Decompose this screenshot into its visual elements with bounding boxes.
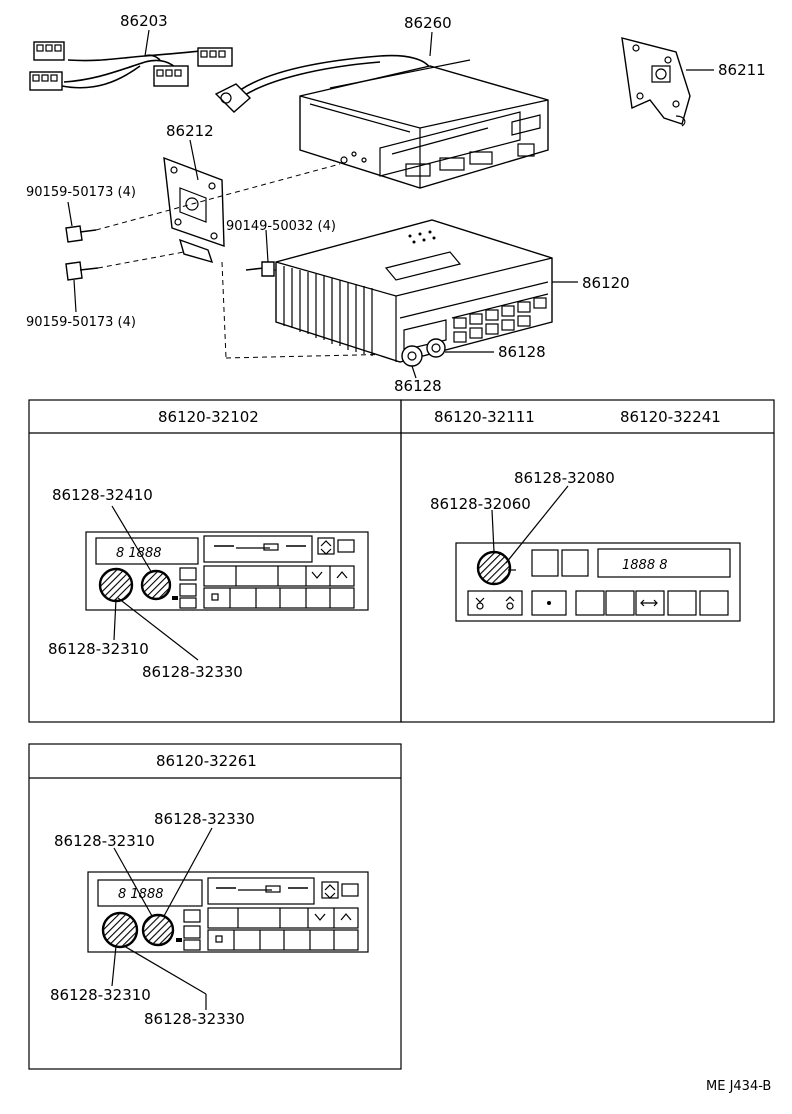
tape-player bbox=[214, 31, 549, 189]
wiring-harness bbox=[29, 29, 233, 91]
variant-panel-1: 86120-32102 8 1888 bbox=[28, 399, 402, 723]
screw-lower bbox=[65, 261, 99, 313]
knob-right bbox=[426, 338, 494, 358]
panel-2-title-a: 86120-32111 bbox=[434, 408, 535, 426]
panel-1-callout-1: 86128-32410 bbox=[52, 486, 153, 504]
heat-sink bbox=[283, 266, 373, 356]
variant-panel-2: 86120-32111 86120-32241 1888 8 86128- bbox=[400, 399, 775, 723]
label-86120: 86120 bbox=[582, 274, 630, 292]
radio-face-1: 8 1888 bbox=[85, 531, 369, 611]
display-3: 8 1888 bbox=[118, 887, 164, 902]
label-86128-right: 86128 bbox=[498, 343, 546, 361]
knob-3-left bbox=[101, 911, 139, 949]
label-86128-lower: 86128 bbox=[394, 377, 442, 395]
label-screw-lower: 90159-50173 (4) bbox=[26, 315, 136, 330]
panel-1-title: 86120-32102 bbox=[158, 408, 259, 426]
exploded-view: 86203 86260 86211 86212 90159-50173 (4) … bbox=[26, 12, 766, 395]
label-86203: 86203 bbox=[120, 12, 168, 30]
radio-face-3: 8 1888 bbox=[87, 871, 369, 953]
bracket-86212 bbox=[163, 139, 225, 264]
panel-2-title-b: 86120-32241 bbox=[620, 408, 721, 426]
knob-lower bbox=[401, 345, 423, 379]
knob-1-left bbox=[98, 567, 134, 603]
knob-3-right bbox=[141, 913, 175, 947]
label-screw-mid: 90149-50032 (4) bbox=[226, 219, 336, 234]
label-86212: 86212 bbox=[166, 122, 214, 140]
panel-3-callout-3: 86128-32310 bbox=[50, 986, 151, 1004]
panel-2-callout-2: 86128-32060 bbox=[430, 495, 531, 513]
knob-1-right bbox=[140, 569, 172, 601]
variant-panel-3: 86120-32261 8 1888 bbox=[28, 743, 402, 1070]
display-1: 8 1888 bbox=[116, 546, 162, 561]
knob-2 bbox=[476, 550, 512, 586]
panel-3-callout-4: 86128-32330 bbox=[144, 1010, 245, 1028]
label-screw-upper: 90159-50173 (4) bbox=[26, 185, 136, 200]
panel-3-callout-2: 86128-32310 bbox=[54, 832, 155, 850]
screw-mid bbox=[245, 229, 275, 277]
panel-3-callout-1: 86128-32330 bbox=[154, 810, 255, 828]
panel-1-callout-3: 86128-32330 bbox=[142, 663, 243, 681]
panel-3-title: 86120-32261 bbox=[156, 752, 257, 770]
label-86260: 86260 bbox=[404, 14, 452, 32]
bracket-86211 bbox=[621, 37, 714, 127]
diagram-code: ME J434-B bbox=[706, 1079, 771, 1094]
radio-face-2: 1888 8 bbox=[455, 542, 741, 622]
display-2: 1888 8 bbox=[622, 558, 668, 573]
panel-1-callout-2: 86128-32310 bbox=[48, 640, 149, 658]
label-86211: 86211 bbox=[718, 61, 766, 79]
radio-receiver bbox=[275, 219, 578, 363]
screw-upper bbox=[65, 201, 97, 243]
panel-2-callout-1: 86128-32080 bbox=[514, 469, 615, 487]
